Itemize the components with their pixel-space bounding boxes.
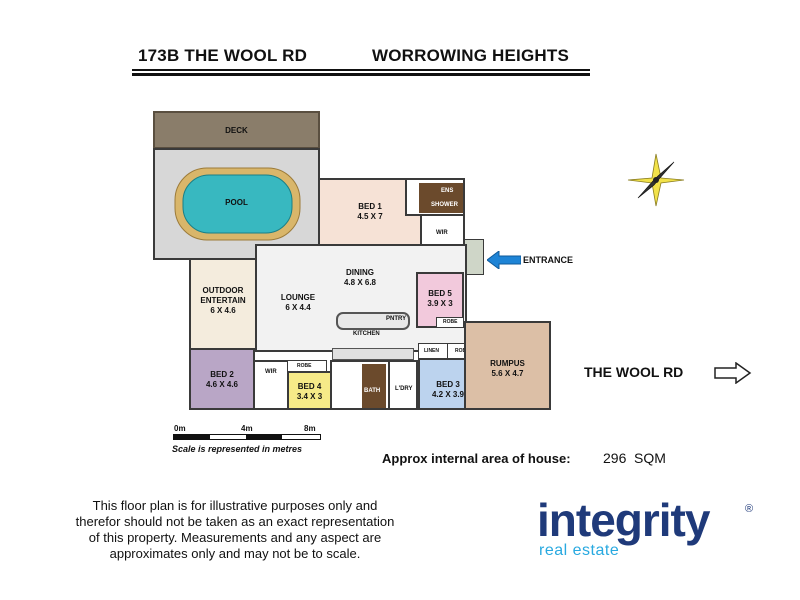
room-entrance-porch (464, 239, 484, 275)
entrance-label: ENTRANCE (523, 255, 574, 265)
rumpus-name: RUMPUS (490, 359, 525, 368)
scale-bar-segment-1 (174, 435, 210, 439)
room-bath: BATH (330, 360, 390, 410)
bed1-size: 4.5 X 7 (357, 212, 383, 221)
scale-bar (173, 434, 321, 440)
area-label: Approx internal area of house: (382, 451, 571, 466)
bed4-size: 3.4 X 3 (296, 392, 323, 401)
room-outdoor-entertain: OUTDOOR ENTERTAIN 6 X 4.6 (189, 258, 257, 350)
robe3-label: ROBE (455, 348, 470, 354)
room-ensuite: ENS SHOWER (405, 178, 465, 216)
address-title: 173B THE WOOL RD (138, 46, 308, 65)
pool-label: POOL (225, 198, 248, 207)
outdoor-name2: ENTERTAIN (200, 296, 246, 305)
deck-label: DECK (225, 126, 248, 135)
scale-tick-4: 4m (241, 424, 253, 433)
bed2-size: 4.6 X 4.6 (205, 380, 239, 389)
linen-label: LINEN (424, 348, 439, 354)
room-deck: DECK (153, 111, 320, 149)
area-unit: SQM (634, 450, 666, 466)
entrance-arrow-icon (487, 251, 521, 269)
disclaimer-line-1: This floor plan is for illustrative purp… (92, 498, 378, 513)
integrity-logo: integrity ® real estate (537, 494, 767, 567)
wir2-label: WIR (265, 369, 277, 375)
suburb-title: WORROWING HEIGHTS (372, 46, 569, 65)
bed3-size: 4.2 X 3.9 (431, 390, 465, 399)
ldry-label: L'DRY (395, 386, 413, 392)
kitchen-counter (332, 348, 414, 360)
bed5-size: 3.9 X 3 (427, 299, 453, 308)
linen: LINEN (418, 343, 448, 359)
compass-icon (627, 153, 685, 207)
robe5: ROBE (436, 317, 464, 328)
logo-reg: ® (745, 503, 754, 515)
room-wir2: WIR (253, 360, 289, 410)
bath-label: BATH (364, 388, 381, 394)
lounge-size: 6 X 4.4 (285, 303, 311, 312)
street-arrow-icon (714, 362, 752, 384)
pool-shape (174, 167, 301, 241)
kitchen-bench (336, 312, 410, 330)
street-label: THE WOOL RD (584, 364, 684, 380)
scale-tick-0: 0m (174, 424, 186, 433)
logo-main: integrity (537, 494, 710, 546)
bed5-name: BED 5 (428, 289, 452, 298)
bath-floor (362, 364, 386, 408)
header-underline (132, 69, 590, 71)
wir1-label: WIR (436, 230, 448, 236)
scale-caption: Scale is represented in metres (172, 444, 303, 454)
room-laundry: L'DRY (388, 360, 418, 410)
rumpus-size: 5.6 X 4.7 (491, 369, 524, 378)
logo-sub: real estate (539, 542, 620, 559)
dining-name: DINING (346, 268, 374, 277)
disclaimer-line-2: therefor should not be taken as an exact… (75, 514, 395, 529)
scale-bar-segment-2 (246, 435, 282, 439)
room-bed4: BED 4 3.4 X 3 (287, 371, 332, 410)
bed2-name: BED 2 (210, 370, 234, 379)
bed3-name: BED 3 (436, 380, 460, 389)
kitchen-label: KITCHEN (353, 331, 380, 337)
shower-label: SHOWER (431, 202, 458, 208)
dining-size: 4.8 X 6.8 (343, 278, 377, 287)
disclaimer-line-4: approximates only and may not be to scal… (109, 546, 361, 561)
bed1-name: BED 1 (358, 202, 382, 211)
room-rumpus: RUMPUS 5.6 X 4.7 (464, 321, 551, 410)
robe5-label: ROBE (443, 319, 458, 325)
outdoor-name1: OUTDOOR (202, 286, 244, 295)
disclaimer-line-3: of this property. Measurements and any a… (88, 530, 382, 545)
ensuite-floor (419, 183, 463, 213)
bed4-name: BED 4 (297, 382, 322, 391)
header-underline-thick (132, 73, 590, 76)
ens-label: ENS (441, 188, 454, 194)
outdoor-size: 6 X 4.6 (210, 306, 236, 315)
room-bed2: BED 2 4.6 X 4.6 (189, 348, 255, 410)
lounge-name: LOUNGE (280, 293, 316, 302)
robe4-label: ROBE (297, 363, 312, 369)
scale-tick-8: 8m (304, 424, 316, 433)
pntry-label: PNTRY (386, 316, 407, 322)
disclaimer: This floor plan is for illustrative purp… (30, 498, 440, 562)
area-value: 296 (603, 450, 627, 466)
